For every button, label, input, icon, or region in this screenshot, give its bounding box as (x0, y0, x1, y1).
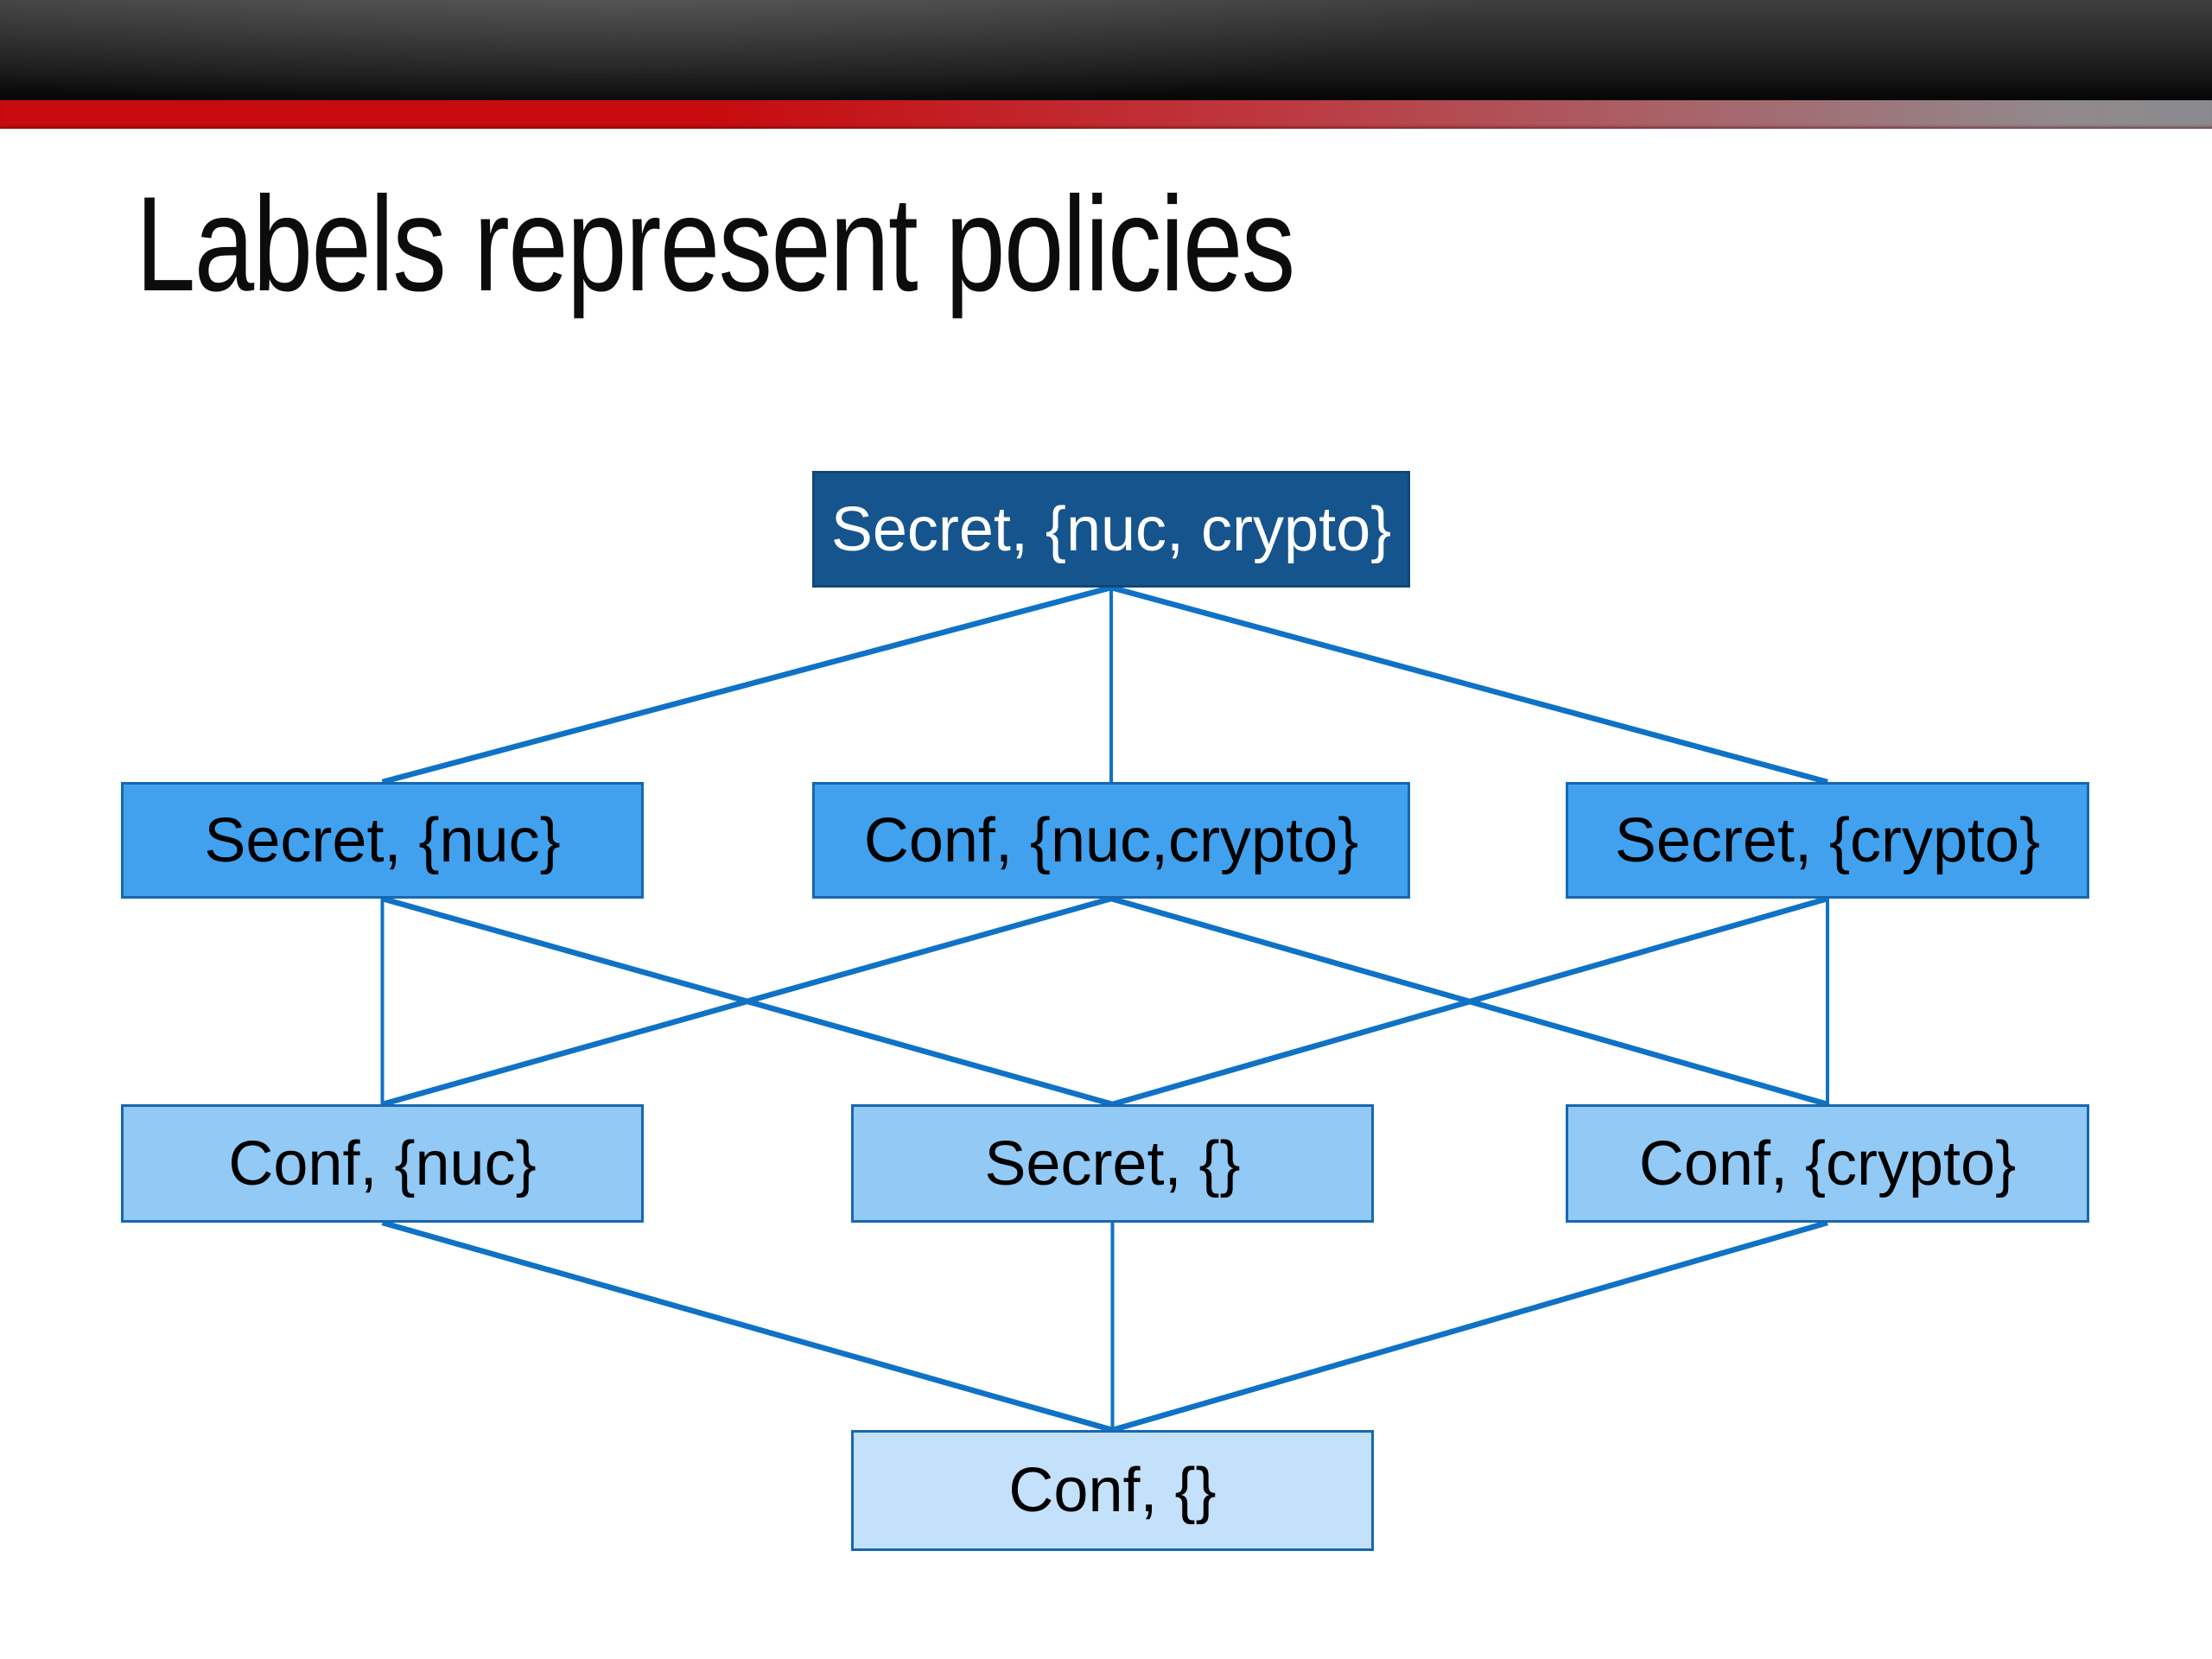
header-red-accent-strip (0, 100, 2212, 129)
edge-conf-crypto--conf-empty (1111, 1219, 1828, 1433)
edge-secret-crypto--secret-empty (1111, 895, 1828, 1108)
node-conf-nuc-crypto: Conf, {nuc,crypto} (812, 782, 1410, 899)
edge-secret-nuc-crypto--secret-crypto (1110, 584, 1828, 785)
node-secret-nuc: Secret, {nuc} (121, 782, 644, 899)
node-conf-nuc: Conf, {nuc} (121, 1104, 644, 1223)
node-secret-crypto: Secret, {crypto} (1566, 782, 2089, 899)
node-conf-crypto: Conf, {crypto} (1566, 1104, 2089, 1223)
slide-title: Labels represent policies (136, 169, 1295, 320)
node-secret-nuc-crypto: Secret, {nuc, crypto} (812, 471, 1410, 588)
edge-conf-nuc-crypto--conf-nuc (381, 895, 1112, 1108)
edge-conf-nuc--conf-empty (381, 1219, 1114, 1433)
header-dark-bar (0, 0, 2212, 100)
node-conf-empty: Conf, {} (851, 1430, 1374, 1551)
node-secret-empty: Secret, {} (851, 1104, 1374, 1223)
edge-secret-nuc-crypto--secret-nuc (381, 584, 1112, 785)
